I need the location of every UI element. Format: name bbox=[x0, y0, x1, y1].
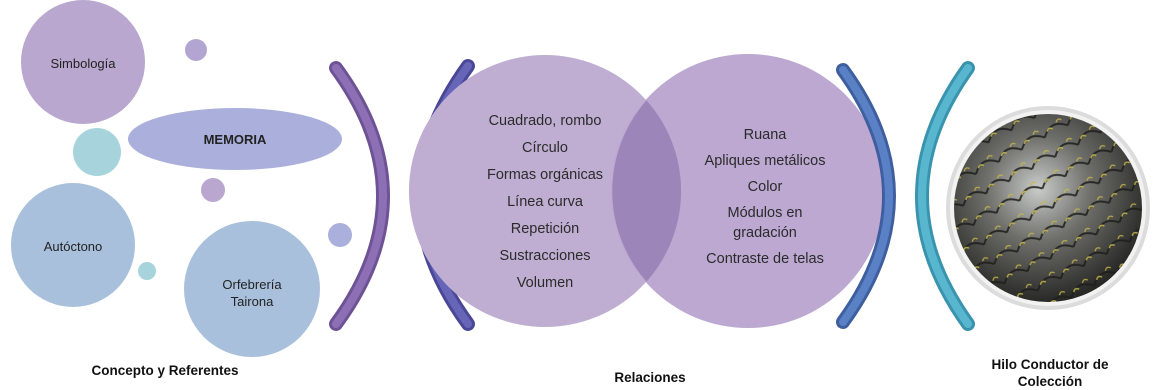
list-item: Círculo bbox=[522, 140, 568, 156]
caption-concepto: Concepto y Referentes bbox=[91, 363, 239, 378]
tiny-teal-circle bbox=[138, 262, 156, 280]
circle-autoctono bbox=[11, 183, 135, 307]
list-item: Color bbox=[747, 179, 783, 195]
list-item: Volumen bbox=[516, 275, 574, 291]
list-item: Sustracciones bbox=[499, 248, 591, 264]
venn-overlap bbox=[612, 100, 682, 282]
venn-right-list: Ruana Apliques metálicos Color Módulos e… bbox=[685, 125, 845, 269]
list-item: Contraste de telas bbox=[706, 251, 824, 267]
caption-hilo: Hilo Conductor de Colección bbox=[991, 357, 1109, 389]
small-circle-mid bbox=[201, 178, 225, 202]
small-circle-right bbox=[328, 223, 352, 247]
label-memoria: MEMORIA bbox=[203, 132, 267, 147]
venn-right bbox=[611, 54, 885, 328]
list-item: Apliques metálicos bbox=[704, 153, 826, 169]
bracket-purple-inner bbox=[332, 64, 387, 328]
label-simbologia: Simbología bbox=[50, 56, 116, 71]
small-circle-top bbox=[185, 39, 207, 61]
venn-left-list: Cuadrado, rombo Círculo Formas orgánicas… bbox=[470, 108, 620, 297]
list-item: Módulos en gradación bbox=[727, 205, 803, 241]
list-item: Línea curva bbox=[507, 194, 583, 210]
bracket-blue-inner bbox=[839, 66, 893, 326]
list-item: Formas orgánicas bbox=[486, 167, 604, 183]
circle-orfebreria bbox=[184, 221, 320, 357]
textile-metal-scales-photo bbox=[946, 106, 1150, 310]
bracket-teal-inner bbox=[918, 64, 972, 328]
list-item: Cuadrado, rombo bbox=[488, 113, 602, 129]
list-item: Repetición bbox=[510, 221, 580, 237]
list-item: Ruana bbox=[743, 127, 787, 143]
venn-left bbox=[409, 55, 681, 327]
label-autoctono: Autóctono bbox=[43, 239, 103, 254]
caption-relaciones: Relaciones bbox=[614, 370, 686, 385]
teal-circle bbox=[73, 128, 121, 176]
label-orfebreria: Orfebrería Tairona bbox=[222, 277, 282, 309]
circle-simbologia bbox=[21, 0, 145, 124]
ellipse-memoria bbox=[128, 108, 342, 170]
